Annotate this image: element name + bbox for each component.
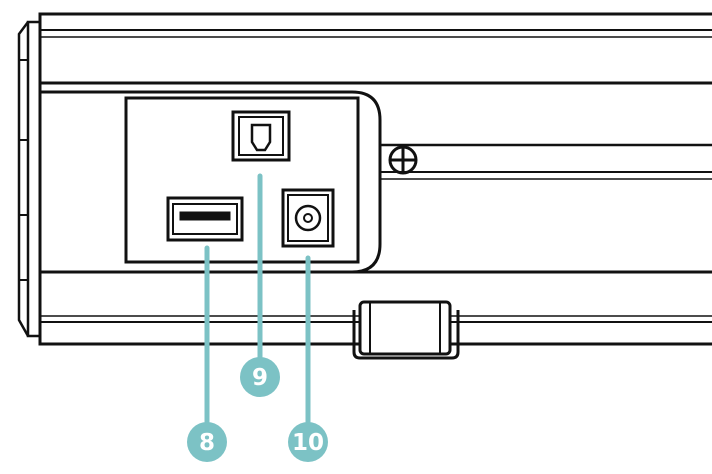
dc-power-port-icon: [281, 188, 335, 248]
screw-icon: [388, 145, 418, 175]
optical-port-icon: [231, 110, 291, 162]
callout-label-optical: 9: [252, 365, 268, 391]
callout-usb: 8: [187, 422, 227, 462]
callout-label-usb: 8: [199, 430, 215, 456]
port-recess: [40, 90, 382, 274]
device-body: [17, 12, 712, 346]
cable-clip-icon: [352, 300, 460, 360]
callout-power: 10: [288, 422, 328, 462]
callout-leaders: [204, 173, 311, 425]
usb-port-icon: [166, 196, 244, 242]
callout-label-power: 10: [292, 430, 324, 456]
callout-optical: 9: [240, 357, 280, 397]
